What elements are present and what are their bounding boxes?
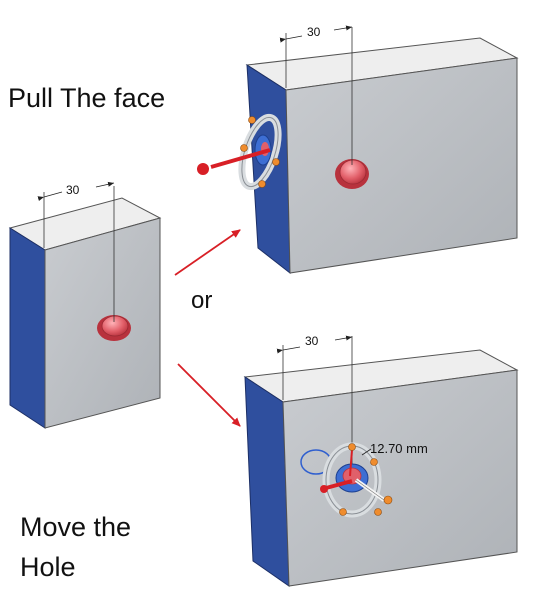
moved-hole-block: 30 12.70 mm: [243, 334, 519, 587]
pulled-dimension: 30: [279, 25, 353, 165]
pull-direction-arrow[interactable]: [210, 148, 271, 169]
pull-face-manipulator[interactable]: [197, 113, 285, 191]
move-hole-caption-line1: Move the: [20, 512, 132, 542]
manipulator-handle-icon[interactable]: [339, 508, 347, 516]
manipulator-handle-icon[interactable]: [383, 495, 393, 505]
manipulator-handle-icon[interactable]: [248, 116, 256, 124]
arrow-to-pull-option: [174, 229, 241, 276]
moved-block-front-face: [282, 369, 518, 587]
moved-dimension-label: 30: [305, 334, 319, 348]
original-dimension: 30: [37, 181, 115, 322]
pull-arrow-tip-icon[interactable]: [197, 163, 209, 175]
pulled-dimension-label: 30: [307, 25, 321, 39]
manipulator-handle-icon[interactable]: [240, 144, 248, 152]
manipulator-handle-icon[interactable]: [370, 458, 378, 466]
manipulator-handle-icon[interactable]: [258, 180, 266, 188]
moved-block-side-face: [244, 376, 290, 587]
manipulator-handle-icon[interactable]: [272, 158, 280, 166]
move-arrow-tip-icon[interactable]: [320, 485, 328, 493]
moved-dimension: 30: [276, 334, 353, 470]
pulled-block-hole: [335, 159, 369, 189]
or-caption: or: [191, 287, 213, 314]
original-dimension-label: 30: [66, 183, 80, 197]
arrow-to-move-option: [177, 363, 241, 427]
original-block-hole: [97, 315, 131, 341]
move-hole-manipulator[interactable]: [320, 442, 393, 518]
pulled-block: 30: [197, 25, 519, 275]
pulled-block-front-face: [285, 57, 518, 274]
move-hole-caption-line2: Hole: [20, 552, 76, 582]
hole-diameter-readout: 12.70 mm: [370, 441, 428, 456]
pull-face-caption: Pull The face: [8, 83, 166, 113]
manipulator-handle-icon[interactable]: [374, 508, 382, 516]
move-direction-arrow[interactable]: [325, 479, 353, 490]
original-block-side-face: [9, 227, 46, 429]
manipulator-handle-icon[interactable]: [348, 443, 356, 451]
original-block: 30: [8, 181, 162, 429]
